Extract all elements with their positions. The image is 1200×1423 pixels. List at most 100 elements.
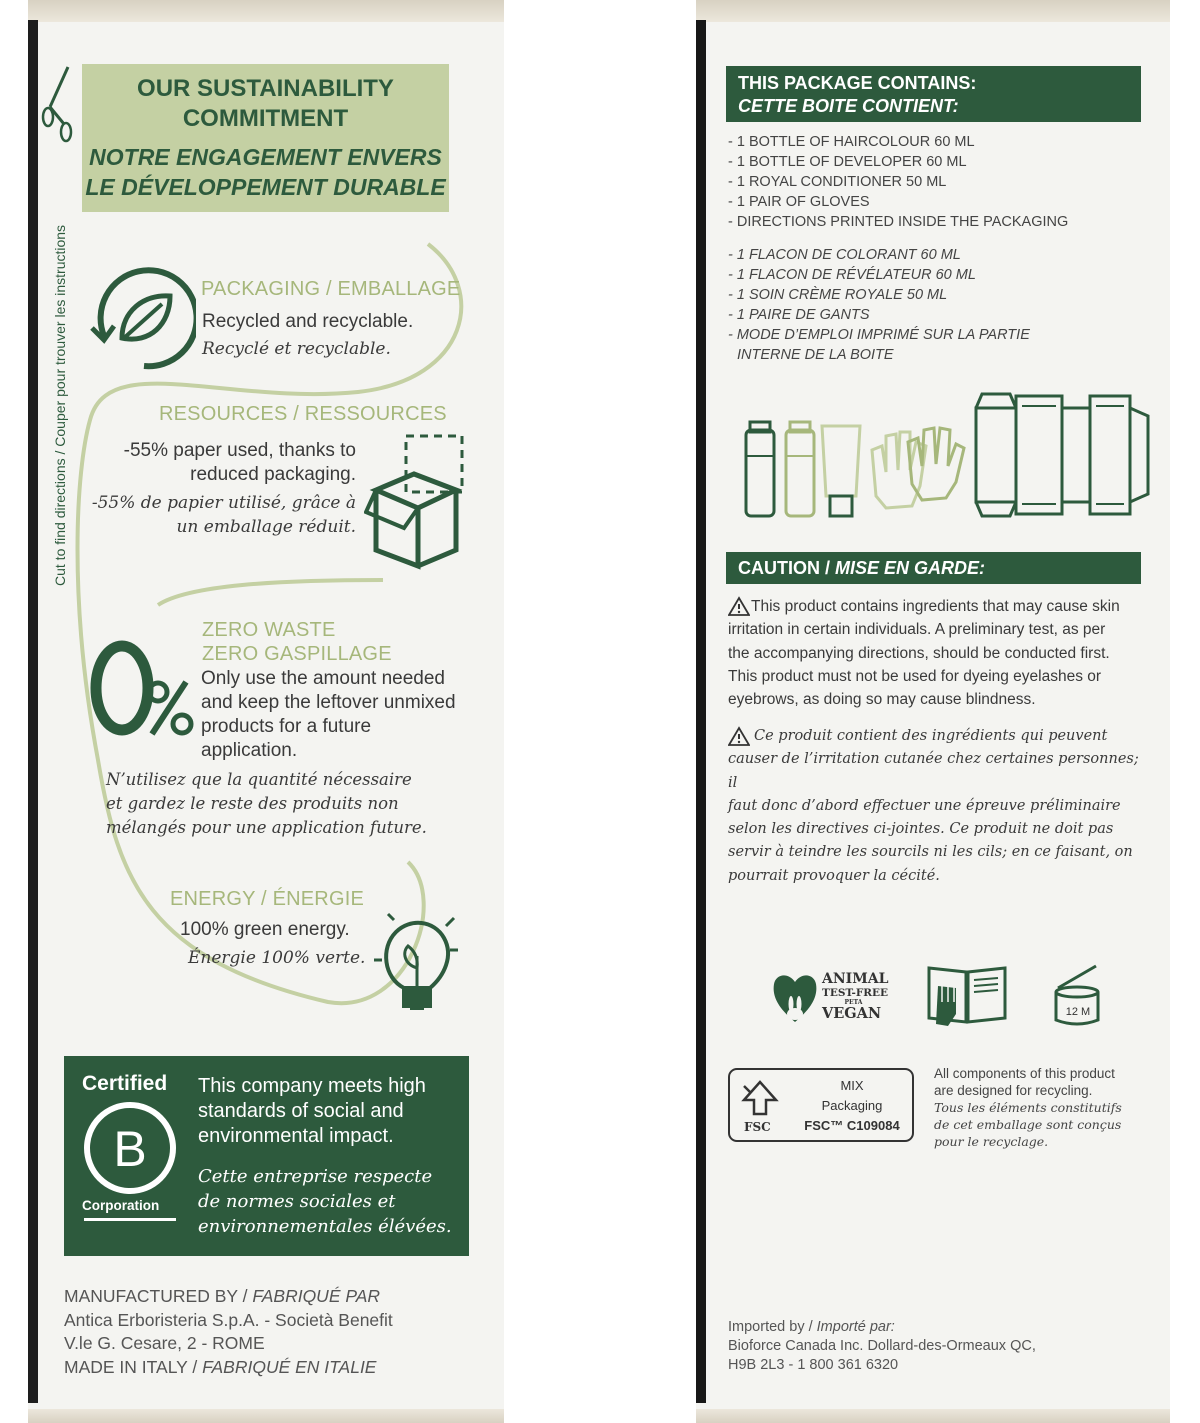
made-in-fr: FABRIQUÉ EN ITALIE [202, 1356, 377, 1377]
box-bottom-edge [28, 1409, 504, 1423]
zero-waste-en-1: Only use the amount needed [201, 668, 446, 689]
caution-fr-5: servir à teindre les sourcils ni les cil… [728, 844, 1133, 861]
contains-item-en-5: - DIRECTIONS PRINTED INSIDE THE PACKAGIN… [728, 214, 1069, 230]
box-flat-template-icon [974, 392, 1150, 518]
contains-item-fr-2: - 1 FLACON DE RÉVÉLATEUR 60 ML [728, 267, 976, 283]
pao-text: 12 M [1065, 1006, 1091, 1018]
caution-en-2: irritation in certain individuals. A pre… [728, 621, 1106, 639]
zero-waste-label-en: ZERO WASTE [202, 619, 336, 641]
caution-en-3: the accompanying directions, should be c… [728, 644, 1110, 662]
zero-waste-label-fr: ZERO GASPILLAGE [202, 643, 392, 665]
contains-title-en: THIS PACKAGE CONTAINS: [738, 73, 977, 93]
made-in-en: MADE IN ITALY / [64, 1356, 203, 1377]
packaging-label: PACKAGING / EMBALLAGE [201, 278, 461, 300]
caution-fr-3: faut donc d’abord effectuer une épreuve … [728, 797, 1121, 814]
contains-header: THIS PACKAGE CONTAINS: CETTE BOITE CONTI… [726, 66, 1141, 122]
contains-item-en-3: - 1 ROYAL CONDITIONER 50 ML [728, 174, 947, 190]
caution-en-5: eyebrows, as doing so may cause blindnes… [728, 691, 1036, 709]
lightbulb-icon [374, 912, 458, 1010]
box-left-edge [696, 20, 706, 1403]
sustainability-title-en-1: OUR SUSTAINABILITY [137, 75, 394, 102]
recycle-note-en-1: All components of this product [934, 1066, 1115, 1081]
svg-text:B: B [113, 1121, 146, 1177]
importer-name: Bioforce Canada Inc. Dollard-des-Ormeaux… [728, 1338, 1036, 1354]
sustainability-title-fr-2: LE DÉVELOPPEMENT DURABLE [85, 174, 446, 200]
recycle-note-fr-2: de cet emballage sont conçus [934, 1117, 1122, 1132]
zero-waste-en-2: and keep the leftover unmixed [201, 692, 456, 713]
warning-triangle-icon [728, 726, 750, 746]
jar-pao-icon [1054, 964, 1100, 1026]
caution-fr-6: pourrait provoquer la cécité. [728, 867, 940, 884]
fsc-tree-icon [741, 1080, 779, 1116]
fsc-code: FSC™ C109084 [804, 1118, 900, 1133]
recycle-note-fr-1: Tous les éléments constitutifs [934, 1100, 1122, 1115]
caution-header: CAUTION / MISE EN GARDE: [726, 552, 1141, 584]
bcorp-en-1: This company meets high [198, 1075, 426, 1097]
importer-label-en: Imported by / [728, 1319, 817, 1335]
zero-percent-icon [90, 640, 194, 736]
importer-label-fr: Importé par: [816, 1319, 895, 1335]
contains-item-fr-1: - 1 FLACON DE COLORANT 60 ML [728, 247, 961, 263]
vegan-text: VEGAN [822, 1005, 882, 1022]
scissors-icon [41, 66, 73, 143]
bcorp-en-2: standards of social and [198, 1100, 404, 1122]
contains-item-fr-6: INTERNE DE LA BOITE [737, 347, 894, 363]
bcorp-box: Certified B Corporation This company mee… [64, 1056, 469, 1256]
box-top-edge [28, 0, 504, 22]
importer-contact: H9B 2L3 - 1 800 361 6320 [728, 1357, 899, 1373]
zero-waste-fr-1: N’utilisez que la quantité nécessaire [106, 770, 412, 789]
zero-waste-fr-2: et gardez le reste des produits non [106, 794, 399, 813]
sustainability-title-en-2: COMMITMENT [182, 105, 349, 132]
bcorp-fr-1: Cette entreprise respecte [198, 1166, 433, 1187]
caution-title-en: CAUTION / [738, 558, 835, 578]
energy-fr: Énergie 100% verte. [188, 948, 366, 968]
zero-waste-fr-3: mélangés pour une application future. [106, 818, 427, 837]
caution-title-fr: MISE EN GARDE: [835, 558, 986, 578]
resources-fr-2: un emballage réduit. [176, 517, 356, 537]
caution-en-4: This product must not be used for dyeing… [728, 667, 1102, 685]
warning-triangle-icon [728, 596, 750, 616]
bcorp-fr-3: environnementales élévées. [198, 1216, 452, 1237]
developer-bottle-icon [784, 420, 816, 518]
fsc-badge: FSC MIX Packaging FSC™ C109084 [728, 1068, 914, 1142]
box-icon [364, 434, 464, 570]
left-box-side: Cut to find directions / Couper pour tro… [28, 0, 504, 1423]
contains-item-fr-5: - MODE D’EMPLOI IMPRIMÉ SUR LA PARTIE [728, 327, 1030, 343]
energy-en: 100% green energy. [180, 919, 350, 940]
conditioner-tube-icon [820, 424, 862, 518]
packaging-en: Recycled and recyclable. [202, 311, 414, 332]
energy-label: ENERGY / ÉNERGIE [170, 888, 364, 910]
box-left-edge [28, 20, 38, 1403]
package-contents-illustration [744, 392, 1150, 518]
recycle-note-fr-3: pour le recyclage. [934, 1134, 1049, 1149]
caution-fr-1: Ce produit contient des ingrédients qui … [754, 728, 1108, 744]
decorative-path [75, 242, 464, 1006]
resources-label: RESOURCES / RESSOURCES [159, 403, 447, 425]
bcorp-en-3: environmental impact. [198, 1125, 394, 1147]
right-box-side: THIS PACKAGE CONTAINS: CETTE BOITE CONTI… [696, 0, 1170, 1423]
peta-text: PETA [844, 999, 863, 1006]
resources-fr-1: -55% de papier utilisé, grâce à [91, 493, 356, 513]
contains-item-en-1: - 1 BOTTLE OF HAIRCOLOUR 60 ML [728, 134, 975, 150]
manufacturer-name: Antica Erboristeria S.p.A. - Società Ben… [64, 1309, 393, 1330]
manufacturer-label-fr: FABRIQUÉ PAR [252, 1286, 381, 1306]
read-leaflet-icon [927, 966, 1007, 1026]
haircolour-bottle-icon [744, 420, 776, 518]
bcorp-underline [84, 1218, 176, 1221]
box-bottom-edge [696, 1409, 1170, 1423]
box-top-edge [696, 0, 1170, 22]
recycle-note-en-2: are designed for recycling. [934, 1083, 1093, 1098]
resources-en-2: reduced packaging. [190, 464, 356, 485]
animal-text: ANIMAL [822, 971, 889, 987]
contains-title-fr: CETTE BOITE CONTIENT: [738, 96, 959, 116]
resources-en-1: -55% paper used, thanks to [123, 440, 356, 461]
manufacturer-label-en: MANUFACTURED BY / [64, 1286, 253, 1306]
fsc-text: FSC [744, 1120, 771, 1134]
sustainability-title-fr-1: NOTRE ENGAGEMENT ENVERS [89, 144, 442, 170]
caution-fr-2: causer de l’irritation cutanée chez cert… [728, 751, 1139, 791]
caution-fr-4: selon les directives ci-jointes. Ce prod… [728, 821, 1114, 838]
packaging-fr: Recyclé et recyclable. [202, 339, 391, 359]
contains-item-en-2: - 1 BOTTLE OF DEVELOPER 60 ML [728, 154, 967, 170]
gloves-icon [870, 426, 966, 510]
test-free-text: TEST-FREE [822, 987, 889, 999]
